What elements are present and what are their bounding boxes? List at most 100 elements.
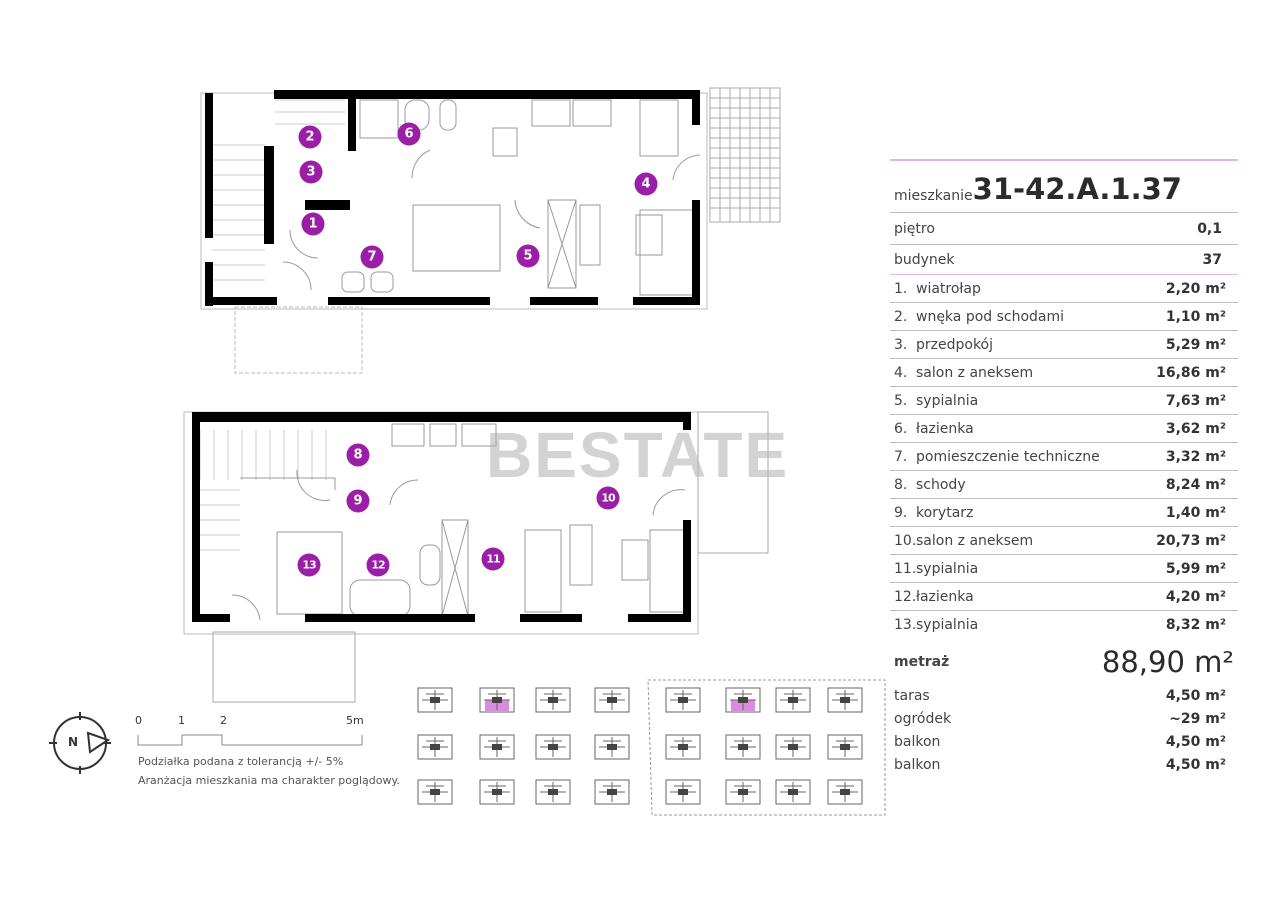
building-value: 37	[1202, 251, 1222, 268]
site-unit	[775, 687, 811, 713]
room-row: 6.łazienka 3,62 m²	[890, 415, 1238, 442]
room-name: 8.schody	[894, 476, 966, 493]
scale-tick-0: 0	[135, 714, 142, 727]
room-area: 5,29 m²	[1165, 336, 1226, 353]
floor-plan-upper	[200, 87, 781, 374]
room-badge-12: 12	[366, 553, 390, 577]
site-unit	[535, 734, 571, 760]
site-unit	[535, 779, 571, 805]
extra-name: balkon	[894, 733, 941, 750]
room-name: 3.przedpokój	[894, 336, 994, 353]
extra-name: balkon	[894, 756, 941, 773]
site-unit	[725, 779, 761, 805]
scale-tick-1: 1	[178, 714, 185, 727]
divider	[890, 442, 1238, 443]
site-unit	[535, 687, 571, 713]
extra-row: balkon 4,50 m²	[890, 730, 1238, 753]
room-badge-7: 7	[360, 245, 384, 269]
site-unit	[665, 734, 701, 760]
room-row: 8.schody 8,24 m²	[890, 471, 1238, 498]
extra-area: 4,50 m²	[1165, 687, 1226, 704]
site-unit	[417, 687, 453, 713]
room-area: 8,24 m²	[1165, 476, 1226, 493]
room-badge-2: 2	[298, 125, 322, 149]
room-area: 7,63 m²	[1165, 392, 1226, 409]
room-row: 3.przedpokój 5,29 m²	[890, 331, 1238, 358]
watermark: BESTATE	[486, 419, 790, 491]
site-unit	[827, 779, 863, 805]
site-unit	[479, 779, 515, 805]
divider	[890, 498, 1238, 499]
extra-area: 4,50 m²	[1165, 733, 1226, 750]
room-badge-11: 11	[481, 547, 505, 571]
extra-name: ogródek	[894, 710, 952, 727]
room-name: 7.pomieszczenie techniczne	[894, 448, 1100, 465]
site-unit	[665, 779, 701, 805]
extra-area: ~29 m²	[1169, 710, 1226, 727]
room-name: 4.salon z aneksem	[894, 364, 1034, 381]
site-unit	[594, 687, 630, 713]
room-name: 9.korytarz	[894, 504, 974, 521]
compass-icon	[49, 712, 111, 774]
divider	[890, 554, 1238, 555]
walls-upper	[205, 90, 700, 306]
divider	[890, 610, 1238, 611]
scale-note: Podziałka podana z tolerancją +/- 5%	[138, 755, 344, 768]
scale-bar	[137, 734, 363, 746]
site-unit	[775, 779, 811, 805]
divider	[890, 414, 1238, 415]
total-area-value: 88,90 m²	[1101, 645, 1234, 679]
room-area: 3,62 m²	[1165, 420, 1226, 437]
site-unit	[725, 734, 761, 760]
terrace	[709, 87, 781, 223]
floor-plans	[49, 87, 886, 816]
extra-row: balkon 4,50 m²	[890, 753, 1238, 776]
room-name: 11.sypialnia	[894, 560, 979, 577]
extra-area: 4,50 m²	[1165, 756, 1226, 773]
room-row: 12.łazienka 4,20 m²	[890, 583, 1238, 610]
room-area: 20,73 m²	[1156, 532, 1226, 549]
site-unit-highlighted	[479, 687, 515, 713]
room-area: 3,32 m²	[1165, 448, 1226, 465]
room-row: 7.pomieszczenie techniczne 3,32 m²	[890, 443, 1238, 470]
divider	[890, 526, 1238, 527]
room-badge-10: 10	[596, 486, 620, 510]
building-label: budynek	[894, 251, 955, 268]
compass-label: N	[68, 735, 79, 749]
apartment-id: 31-42.A.1.37	[972, 172, 1182, 206]
divider	[890, 386, 1238, 387]
divider	[890, 470, 1238, 471]
room-badge-9: 9	[346, 489, 370, 513]
site-map	[417, 679, 886, 816]
room-badge-3: 3	[299, 160, 323, 184]
site-unit	[665, 687, 701, 713]
extra-row: ogródek ~29 m²	[890, 707, 1238, 730]
apartment-label: mieszkanie	[894, 188, 973, 204]
site-unit	[594, 779, 630, 805]
room-name: 12.łazienka	[894, 588, 974, 605]
room-area: 4,20 m²	[1165, 588, 1226, 605]
room-area: 8,32 m²	[1165, 616, 1226, 633]
room-name: 6.łazienka	[894, 420, 974, 437]
site-unit	[827, 687, 863, 713]
divider	[890, 302, 1238, 303]
arrangement-note: Aranżacja mieszkania ma charakter pogląd…	[138, 774, 400, 787]
site-unit	[775, 734, 811, 760]
site-unit-highlighted	[725, 687, 761, 713]
scale-tick-2: 2	[220, 714, 227, 727]
extra-row: taras 4,50 m²	[890, 684, 1238, 707]
room-badge-1: 1	[301, 212, 325, 236]
room-name: 1.wiatrołap	[894, 280, 981, 297]
extra-name: taras	[894, 687, 930, 704]
walls-lower	[192, 412, 691, 622]
